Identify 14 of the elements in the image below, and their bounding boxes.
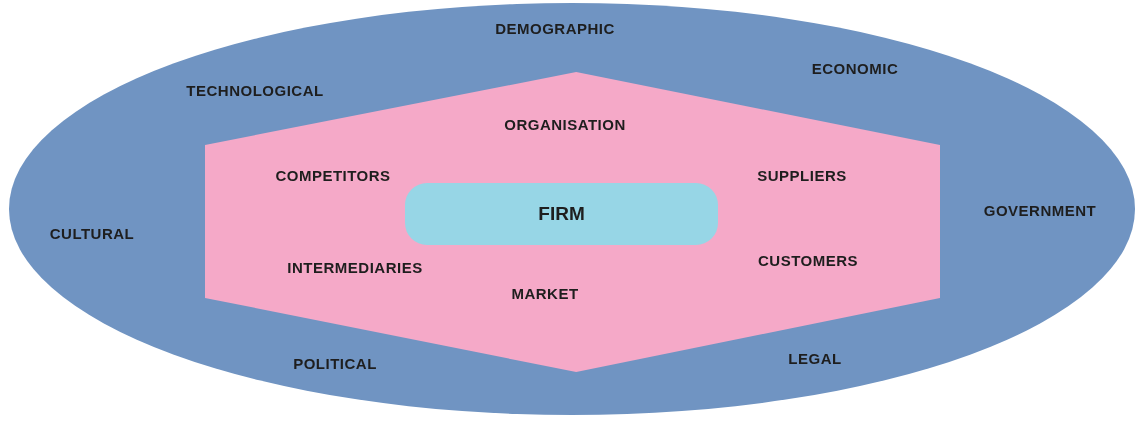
factor-label: TECHNOLOGICAL bbox=[186, 81, 324, 99]
factor-label: CULTURAL bbox=[49, 224, 135, 242]
factor-label: DEMOGRAPHIC bbox=[495, 19, 615, 37]
center-box: FIRM bbox=[405, 183, 718, 245]
factor-label: CUSTOMERS bbox=[757, 251, 859, 269]
factor-label: MARKET bbox=[511, 284, 579, 302]
factor-label: INTERMEDIARIES bbox=[287, 258, 423, 276]
factor-label: COMPETITORS bbox=[275, 166, 391, 184]
factor-label: ORGANISATION bbox=[504, 115, 626, 133]
factor-label: POLITICAL bbox=[293, 354, 377, 372]
factor-label: GOVERNMENT bbox=[983, 201, 1097, 219]
factor-label: ECONOMIC bbox=[811, 59, 899, 77]
factor-label: LEGAL bbox=[788, 349, 842, 367]
factor-label: SUPPLIERS bbox=[757, 166, 847, 184]
